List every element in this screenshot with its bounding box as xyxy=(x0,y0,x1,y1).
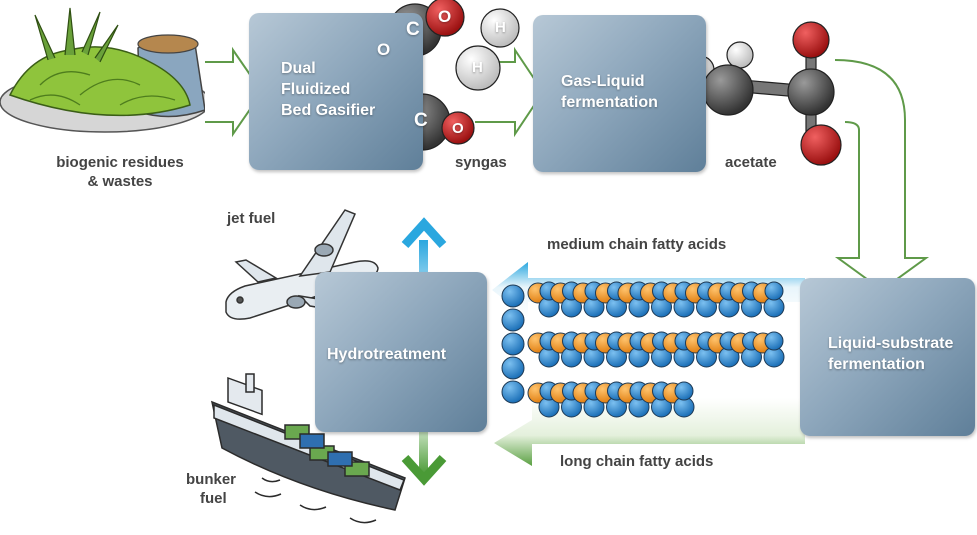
bunker-fuel-label-line1: bunker xyxy=(186,471,237,488)
cargo-ship-icon xyxy=(210,373,406,524)
gasifier-label-line3: Bed Gasifier xyxy=(281,102,376,119)
acetate-label: acetate xyxy=(725,154,777,171)
biomass-pile-icon xyxy=(0,7,211,133)
gas-liquid-label-line2: fermentation xyxy=(561,94,658,111)
liquid-substrate-fermentation-box xyxy=(800,278,975,436)
co-atom-c-label: C xyxy=(414,110,428,131)
gasifier-label-line1: Dual xyxy=(281,60,316,77)
gasifier-label-line2: Fluidized xyxy=(281,81,351,98)
input-label-line1: biogenic residues xyxy=(56,154,184,171)
chain-bead xyxy=(764,281,784,301)
syngas-label: syngas xyxy=(455,154,507,171)
co2-atom-o1-label: O xyxy=(377,40,391,59)
liquid-substrate-label-line2: fermentation xyxy=(828,356,925,373)
acetate-molecule-icon xyxy=(673,21,842,166)
input-label-line2: & wastes xyxy=(87,173,153,190)
arrow-to-bunker-fuel xyxy=(401,425,447,486)
liquid-substrate-label-line1: Liquid-substrate xyxy=(828,335,954,352)
lcfa-label: long chain fatty acids xyxy=(560,453,714,470)
gas-liquid-label-line1: Gas-Liquid xyxy=(561,73,645,90)
chain-bead xyxy=(501,284,525,308)
gasifier-box xyxy=(249,13,423,170)
h2-molecule-icon xyxy=(455,8,520,91)
chain-bead xyxy=(501,308,525,332)
hydrotreatment-label: Hydrotreatment xyxy=(327,346,447,363)
h2-atom-2-label: H xyxy=(472,59,483,76)
mcfa-label: medium chain fatty acids xyxy=(547,236,727,253)
co2-atom-o2-label: O xyxy=(438,7,452,26)
co2-atom-c-label: C xyxy=(406,19,420,40)
gas-liquid-fermentation-box xyxy=(533,15,706,172)
chain-bead xyxy=(501,380,525,404)
arrow-to-jet-fuel xyxy=(401,217,447,298)
h2-atom-1-label: H xyxy=(495,19,506,36)
chain-bead xyxy=(674,381,694,401)
co-atom-o-label: O xyxy=(452,120,464,137)
chain-bead xyxy=(501,356,525,380)
chain-bead xyxy=(764,331,784,351)
chain-bead xyxy=(501,332,525,356)
jet-fuel-label: jet fuel xyxy=(227,210,276,227)
flow-arrow-acetate-to-liquid xyxy=(834,59,930,292)
bunker-fuel-label-line2: fuel xyxy=(200,490,227,507)
fatty-acid-chains xyxy=(501,281,785,418)
hydrotreatment-box xyxy=(315,272,487,432)
